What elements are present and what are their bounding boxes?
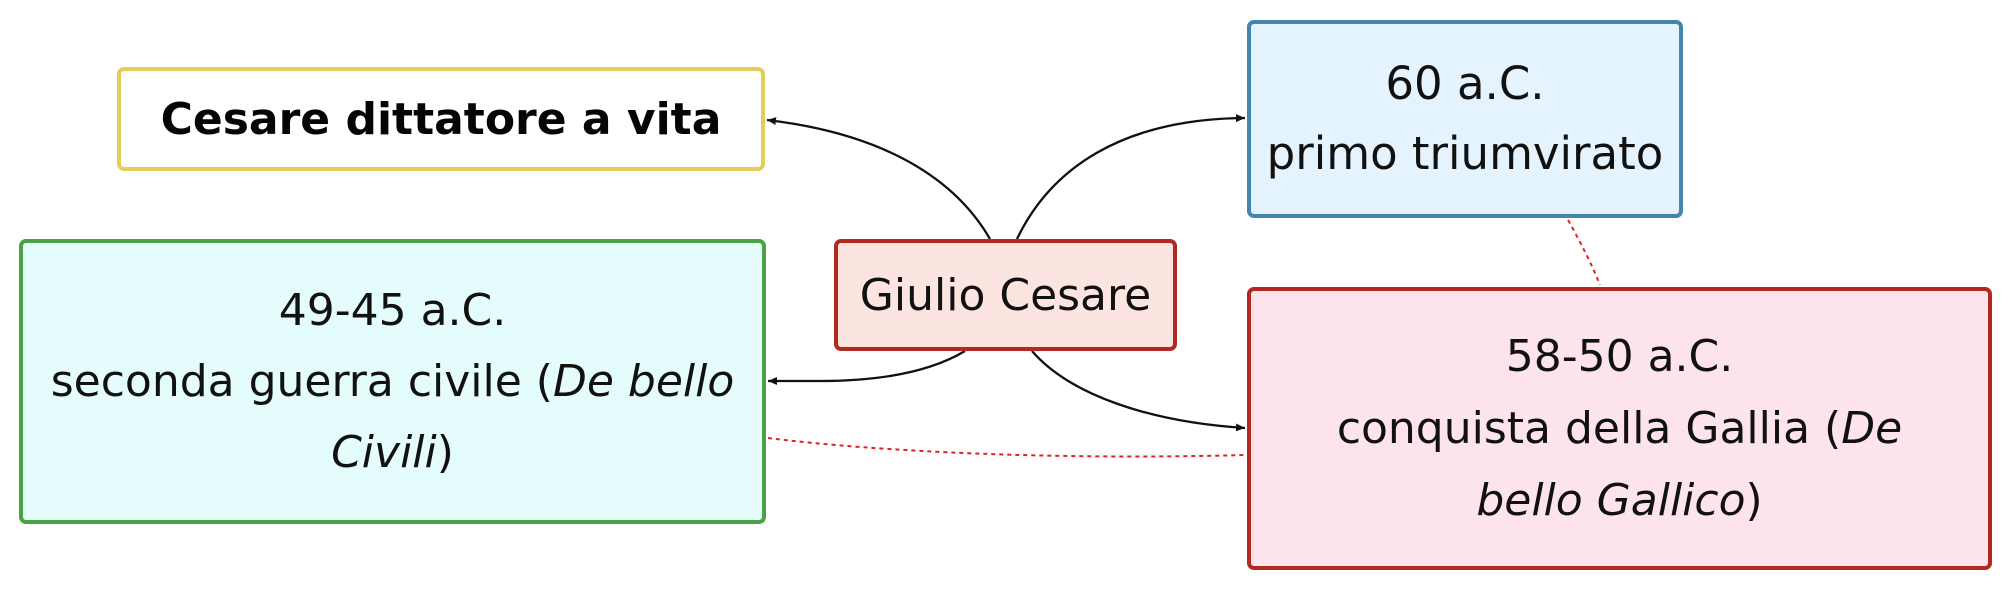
node-date: 49-45 a.C. [278, 285, 507, 336]
node-date: 60 a.C. [1385, 57, 1545, 110]
node-seconda-guerra-civile[interactable]: 49-45 a.C. seconda guerra civile (De bel… [19, 239, 766, 524]
connector-center-to-guerra [768, 350, 966, 385]
node-conquista-gallia[interactable]: 58-50 a.C. conquista della Gallia (De be… [1247, 287, 1992, 570]
node-label-line-2: Civili) [331, 417, 454, 488]
work-title-part-1: De bello [552, 356, 735, 407]
node-label-close: ) [436, 427, 454, 478]
node-label-text: conquista della Gallia ( [1336, 402, 1842, 454]
work-title-part-1: De [1841, 402, 1903, 454]
node-primo-triumvirato[interactable]: 60 a.C. primo triumvirato [1247, 20, 1683, 218]
node-label-line-2: bello Gallico) [1476, 465, 1762, 537]
work-title-part-2: bello Gallico [1476, 474, 1746, 526]
node-label-text: seconda guerra civile ( [50, 356, 553, 407]
dotted-link-triumvirato-gallia [1567, 219, 1601, 286]
node-label: Giulio Cesare [859, 269, 1152, 321]
node-label-line-1: seconda guerra civile (De bello [51, 346, 735, 417]
node-label: Cesare dittatore a vita [160, 93, 722, 145]
connector-center-to-gallia [1031, 350, 1246, 432]
node-label-line-1: conquista della Gallia (De [1337, 393, 1902, 465]
node-date: 58-50 a.C. [1505, 330, 1734, 382]
node-label: primo triumvirato [1266, 127, 1664, 180]
node-label-close: ) [1745, 474, 1763, 526]
connector-center-to-dittatore [766, 117, 991, 240]
node-cesare-dittatore[interactable]: Cesare dittatore a vita [117, 67, 765, 171]
work-title-part-2: Civili [331, 427, 437, 478]
node-giulio-cesare[interactable]: Giulio Cesare [834, 239, 1177, 351]
dotted-link-guerra-gallia [767, 437, 1246, 458]
connector-center-to-triumvirato [1015, 114, 1246, 240]
